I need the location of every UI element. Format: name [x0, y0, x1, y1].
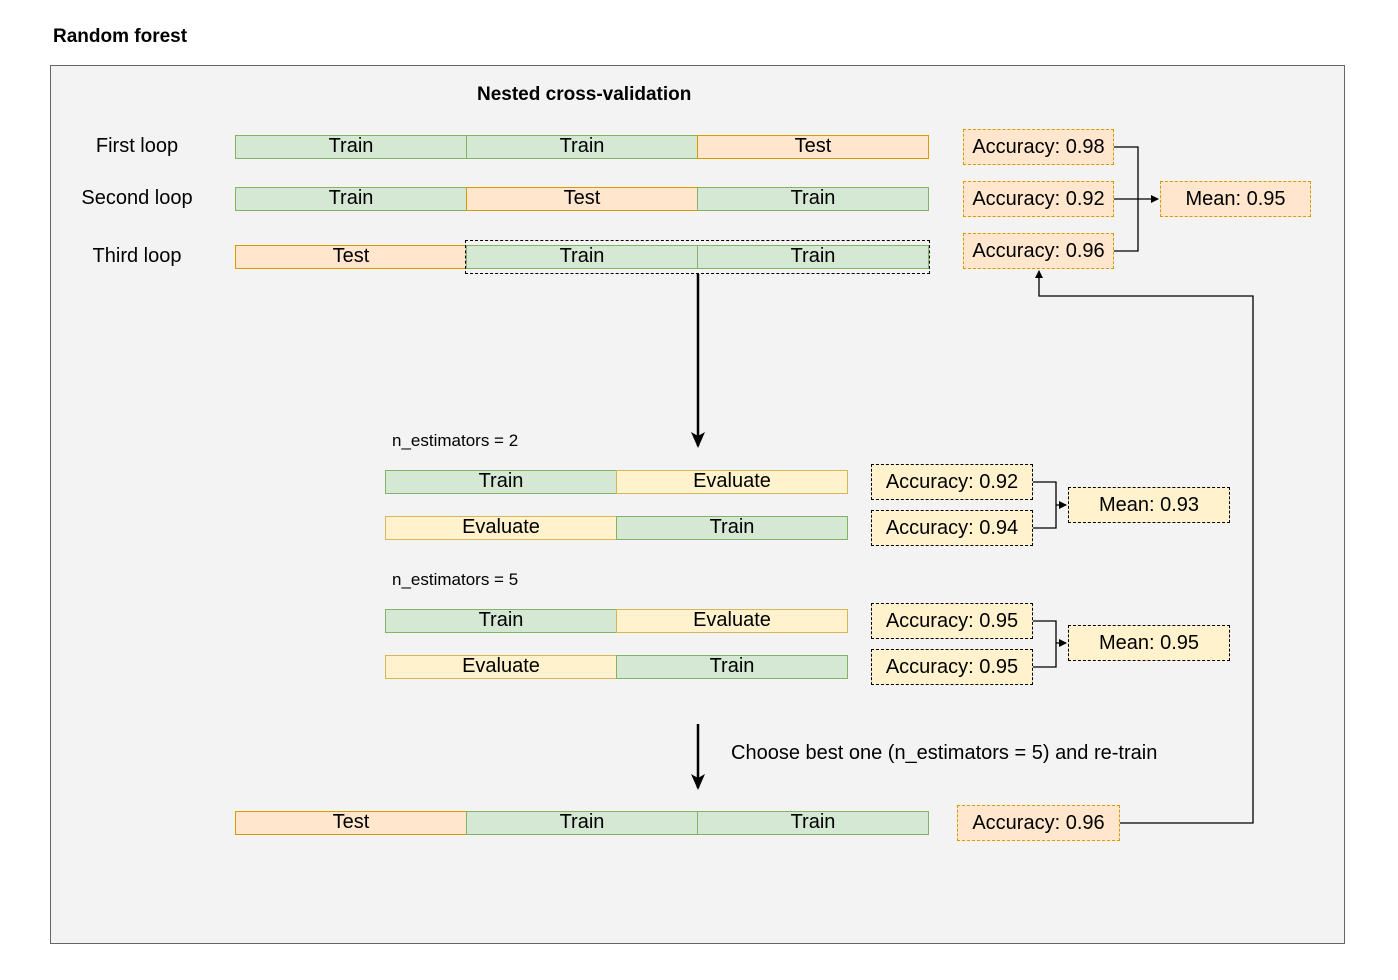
third-loop-fold-3-train: Train: [697, 245, 929, 269]
first-loop-fold-2-train: Train: [466, 135, 698, 159]
final-fold-1-test: Test: [235, 811, 467, 835]
n5-mean: Mean: 0.95: [1068, 625, 1230, 661]
n-estimators-2-label: n_estimators = 2: [392, 431, 519, 450]
diagram-heading: Nested cross-validation: [477, 84, 692, 105]
outer-mean: Mean: 0.95: [1160, 181, 1311, 217]
final-accuracy: Accuracy: 0.96: [957, 805, 1120, 841]
n2-mean: Mean: 0.93: [1068, 487, 1230, 523]
n2-split-2-train: Train: [616, 516, 848, 540]
first-loop-accuracy: Accuracy: 0.98: [963, 129, 1114, 165]
first-loop-fold-1-train: Train: [235, 135, 467, 159]
n5-split-2-evaluate: Evaluate: [385, 655, 617, 679]
n5-split-1-accuracy: Accuracy: 0.95: [871, 603, 1033, 639]
second-loop-accuracy: Accuracy: 0.92: [963, 181, 1114, 217]
n5-split-2-train: Train: [616, 655, 848, 679]
outer-mean-connector: [1114, 146, 1159, 252]
n5-mean-connector: [1033, 620, 1067, 668]
first-loop-fold-3-test: Test: [697, 135, 929, 159]
third-loop-accuracy: Accuracy: 0.96: [963, 233, 1114, 269]
third-loop-label: Third loop: [92, 245, 182, 267]
second-loop-fold-3-train: Train: [697, 187, 929, 211]
page-title: Random forest: [53, 26, 188, 47]
retrain-note: Choose best one (n_estimators = 5) and r…: [731, 742, 1158, 764]
n2-split-2-accuracy: Accuracy: 0.94: [871, 510, 1033, 546]
n2-split-2-evaluate: Evaluate: [385, 516, 617, 540]
final-fold-2-train: Train: [466, 811, 698, 835]
inner-training-set-highlight: [465, 240, 930, 274]
n2-split-1-train: Train: [385, 470, 617, 494]
n2-split-1-accuracy: Accuracy: 0.92: [871, 464, 1033, 500]
n5-split-2-accuracy: Accuracy: 0.95: [871, 649, 1033, 685]
second-loop-label: Second loop: [81, 187, 193, 209]
second-loop-fold-2-test: Test: [466, 187, 698, 211]
n5-split-1-evaluate: Evaluate: [616, 609, 848, 633]
feedback-connector: [1035, 270, 1254, 824]
n-estimators-5-label: n_estimators = 5: [392, 570, 519, 589]
third-loop-fold-1-test: Test: [235, 245, 467, 269]
n2-split-1-evaluate: Evaluate: [616, 470, 848, 494]
final-fold-3-train: Train: [697, 811, 929, 835]
second-loop-fold-1-train: Train: [235, 187, 467, 211]
third-loop-fold-2-train: Train: [466, 245, 698, 269]
first-loop-label: First loop: [95, 135, 179, 157]
n2-mean-connector: [1033, 481, 1067, 529]
